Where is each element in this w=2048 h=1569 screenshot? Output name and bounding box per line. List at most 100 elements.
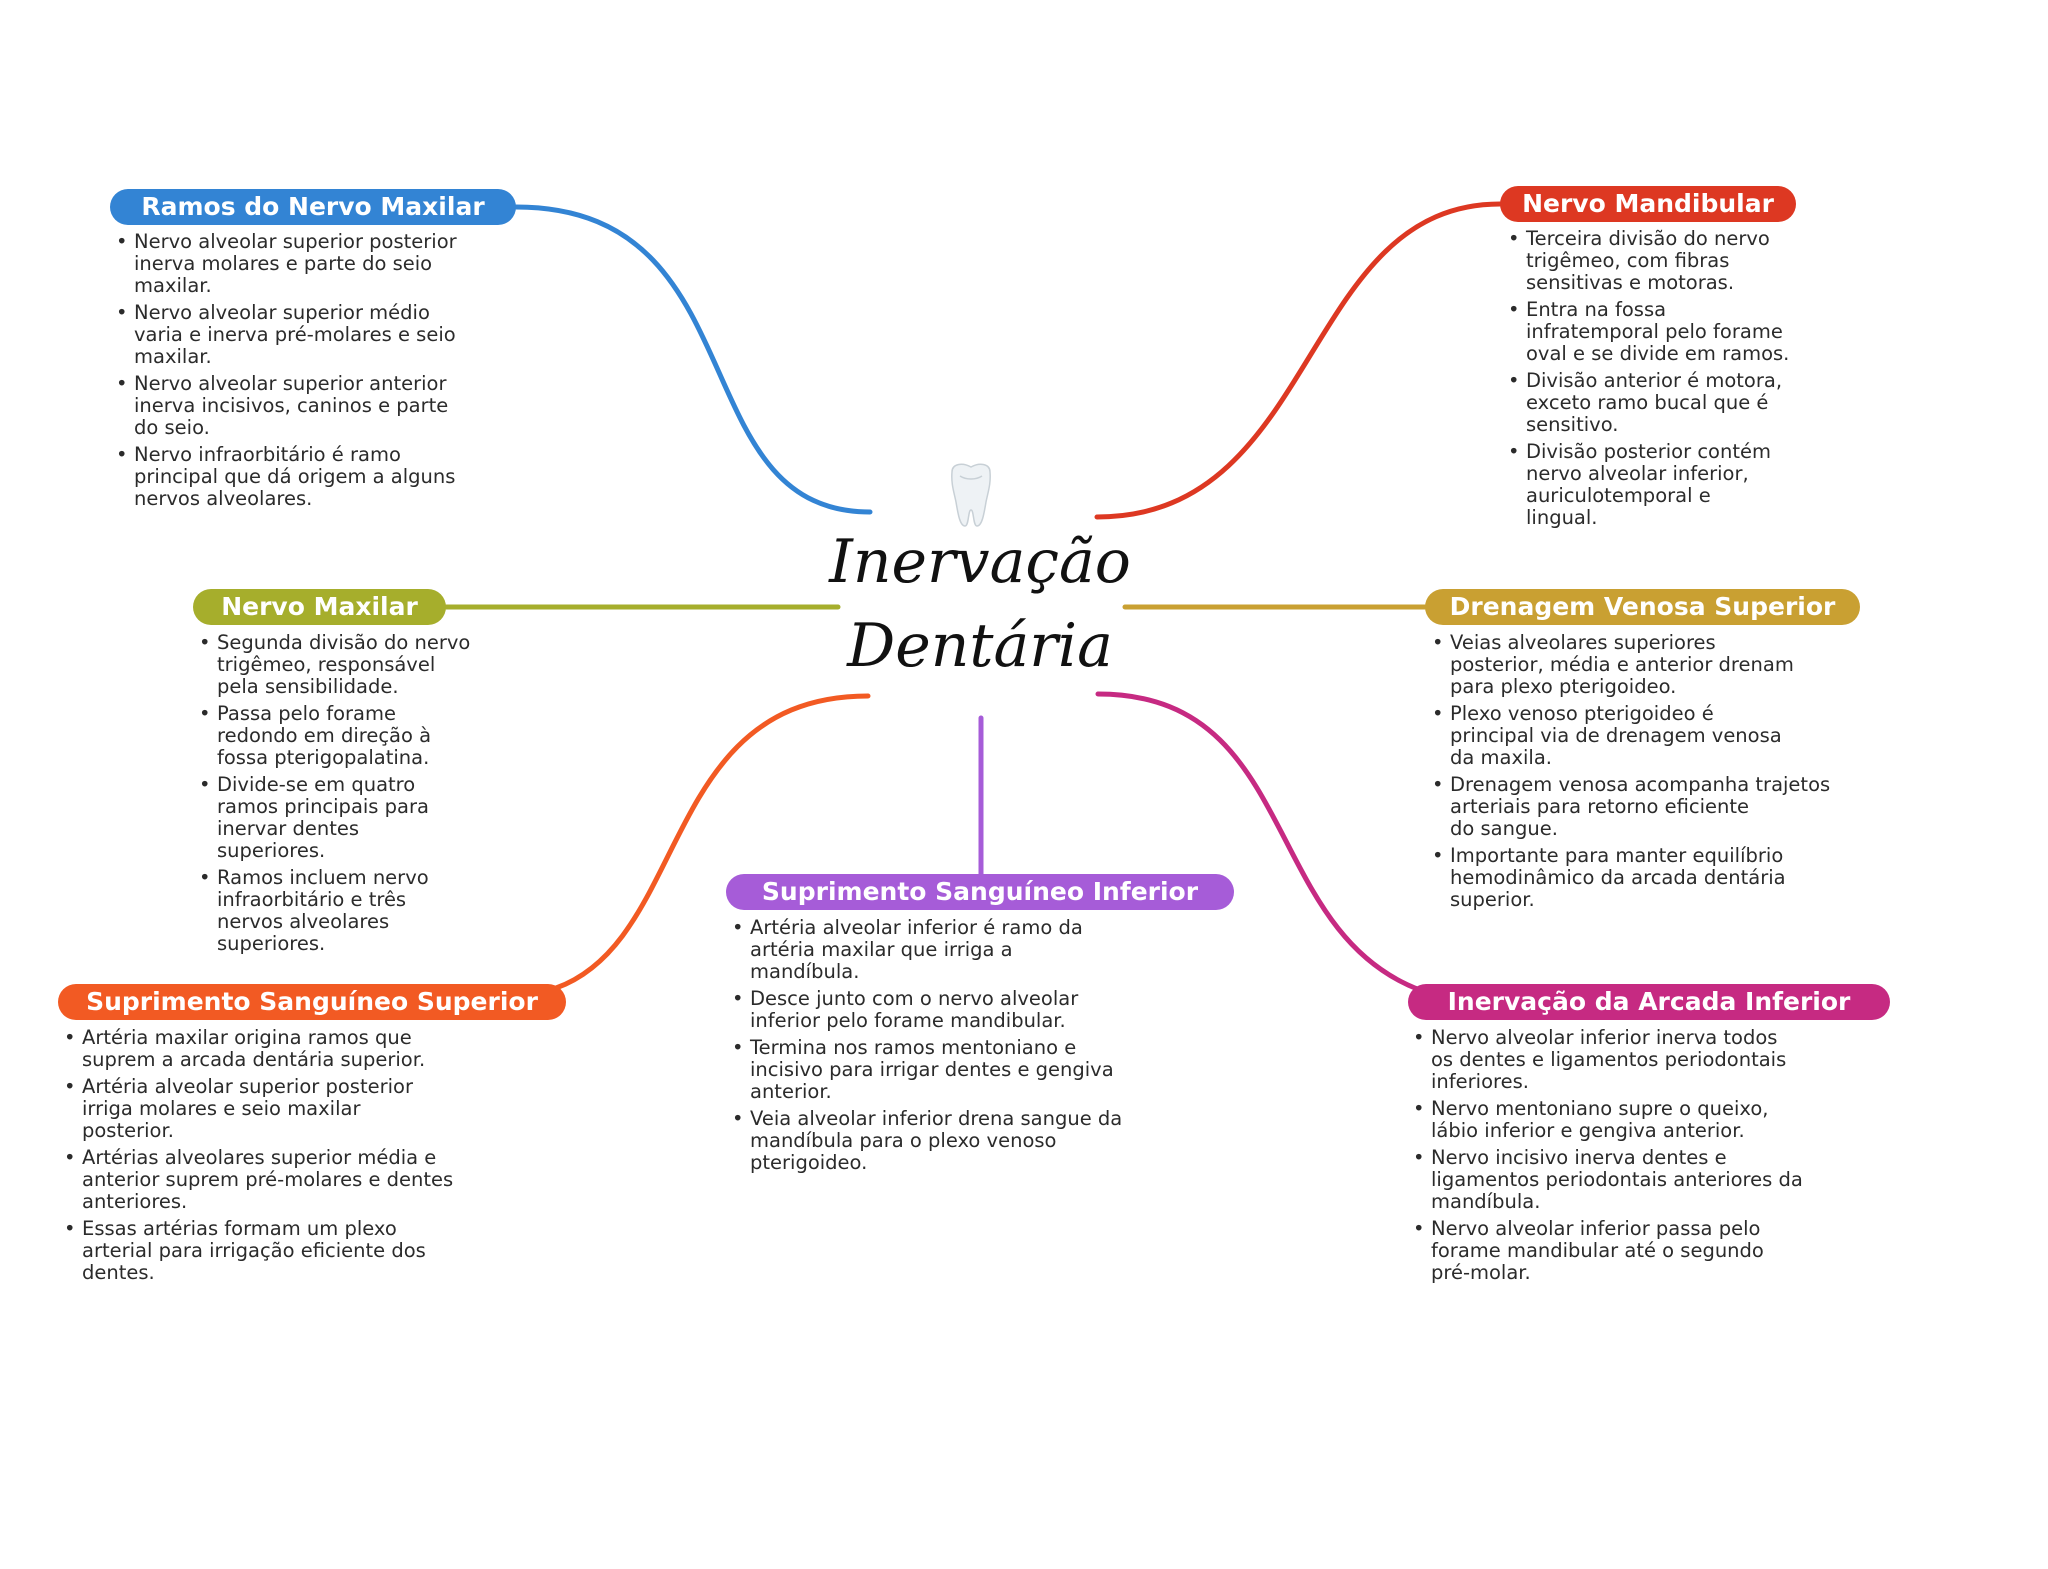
bullet-line: ligamentos periodontais anteriores da (1431, 1168, 1803, 1191)
bullet-line: Terceira divisão do nervo (1526, 227, 1770, 250)
bullet-line: Nervo mentoniano supre o queixo, (1431, 1097, 1769, 1120)
bullet-line: inerva incisivos, caninos e parte (134, 394, 449, 417)
bullet-line: Divisão posterior contém (1526, 440, 1771, 463)
bullet-line: Segunda divisão do nervo (217, 631, 471, 654)
branch-nervo-maxilar-header: Nervo Maxilar (193, 589, 446, 625)
map-title: Inervação Dentária (800, 520, 1160, 688)
bullet-line: Drenagem venosa acompanha trajetos (1450, 773, 1831, 796)
bullet-line: redondo em direção à (217, 724, 432, 747)
bullet-line: Nervo alveolar superior posterior (134, 230, 457, 253)
bullet-line: nervos alveolares (217, 910, 390, 933)
bullet-line: dentes. (82, 1261, 155, 1284)
branch-drenagem-venosa-superior-header: Drenagem Venosa Superior (1425, 589, 1860, 625)
bullet-line: maxilar. (134, 274, 212, 297)
bullet-line: suprem a arcada dentária superior. (82, 1048, 426, 1071)
bullet-line: mandíbula para o plexo venoso (750, 1129, 1057, 1152)
bullet-line: hemodinâmico da arcada dentária (1450, 866, 1786, 889)
branch-inervacao-arcada-inferior-header: Inervação da Arcada Inferior (1408, 984, 1890, 1020)
bullet-line: Passa pelo forame (217, 702, 396, 725)
bullet-line: arterial para irrigação eficiente dos (82, 1239, 426, 1262)
bullet-line: infraorbitário e três (217, 888, 407, 911)
bullet-line: Artéria alveolar inferior é ramo da (750, 916, 1083, 939)
bullet-line: principal que dá origem a alguns (134, 465, 456, 488)
bullet-line: Desce junto com o nervo alveolar (750, 987, 1079, 1010)
connector-mandibular (1094, 201, 1503, 520)
bullet-line: infratemporal pelo forame (1526, 320, 1783, 343)
bullet-line: trigêmeo, responsável (217, 653, 436, 676)
bullet-line: inerva molares e parte do seio (134, 252, 433, 275)
bullet-line: Importante para manter equilíbrio (1450, 844, 1784, 867)
bullet-line: pterigoideo. (750, 1151, 868, 1174)
branch-ramos-nervo-maxilar-list: Nervo alveolar superior posteriorinerva … (114, 231, 494, 515)
map-title-line1: Inervação (829, 527, 1131, 597)
branch-suprimento-superior-header: Suprimento Sanguíneo Superior (58, 984, 566, 1020)
bullet-line: Artérias alveolares superior média e (82, 1146, 437, 1169)
bullet-line: Nervo alveolar inferior passa pelo (1431, 1217, 1761, 1240)
bullet-line: do seio. (134, 416, 210, 439)
branch-ramos-nervo-maxilar-header: Ramos do Nervo Maxilar (110, 189, 516, 225)
bullet-line: arteriais para retorno eficiente (1450, 795, 1750, 818)
connector-arcada-inferior (1095, 691, 1423, 993)
connector-ramos (513, 204, 873, 515)
bullet-line: Veia alveolar inferior drena sangue da (750, 1107, 1123, 1130)
bullet-line: posterior, média e anterior drenam (1450, 653, 1794, 676)
map-title-line2: Dentária (847, 611, 1113, 681)
branch-suprimento-superior-list: Artéria maxilar origina ramos quesuprem … (62, 1027, 502, 1289)
bullet-line: Veias alveolares superiores (1450, 631, 1716, 654)
bullet-line: nervos alveolares. (134, 487, 313, 510)
bullet-line: Artéria alveolar superior posterior (82, 1075, 413, 1098)
bullet-item: Artéria alveolar superior posteriorirrig… (62, 1076, 502, 1142)
bullet-line: inervar dentes (217, 817, 360, 840)
bullet-line: artéria maxilar que irriga a (750, 938, 1013, 961)
connector-suprimento-superior (553, 693, 871, 991)
bullet-line: oval e se divide em ramos. (1526, 342, 1790, 365)
bullet-line: trigêmeo, com fibras (1526, 249, 1730, 272)
branch-nervo-mandibular-header: Nervo Mandibular (1500, 186, 1796, 222)
bullet-line: Nervo incisivo inerva dentes e (1431, 1146, 1727, 1169)
bullet-item: Nervo incisivo inerva dentes eligamentos… (1411, 1147, 1841, 1213)
bullet-line: lábio inferior e gengiva anterior. (1431, 1119, 1745, 1142)
bullet-item: Drenagem venosa acompanha trajetosarteri… (1430, 774, 1860, 840)
bullet-line: principal via de drenagem venosa (1450, 724, 1782, 747)
bullet-line: Artéria maxilar origina ramos que (82, 1026, 412, 1049)
bullet-line: Nervo alveolar superior anterior (134, 372, 447, 395)
bullet-line: Termina nos ramos mentoniano e (750, 1036, 1077, 1059)
bullet-line: exceto ramo bucal que é (1526, 391, 1769, 414)
bullet-line: incisivo para irrigar dentes e gengiva (750, 1058, 1114, 1081)
bullet-line: mandíbula. (1431, 1190, 1541, 1213)
bullet-line: superiores. (217, 839, 326, 862)
bullet-line: nervo alveolar inferior, (1526, 462, 1749, 485)
bullet-line: varia e inerva pré-molares e seio (134, 323, 456, 346)
bullet-line: anterior. (750, 1080, 832, 1103)
bullet-line: para plexo pterigoideo. (1450, 675, 1677, 698)
bullet-line: fossa pterigopalatina. (217, 746, 430, 769)
bullet-line: pela sensibilidade. (217, 675, 399, 698)
bullet-line: Entra na fossa (1526, 298, 1667, 321)
tooth-icon (951, 463, 991, 527)
bullet-line: maxilar. (134, 345, 212, 368)
branch-suprimento-inferior-header: Suprimento Sanguíneo Inferior (726, 874, 1234, 910)
bullet-item: Veia alveolar inferior drena sangue dama… (730, 1108, 1160, 1174)
bullet-item: Nervo alveolar inferior passa peloforame… (1411, 1218, 1841, 1284)
branch-suprimento-inferior-list: Artéria alveolar inferior é ramo daartér… (730, 917, 1160, 1179)
bullet-line: ramos principais para (217, 795, 429, 818)
bullet-line: Essas artérias formam um plexo (82, 1217, 397, 1240)
bullet-item: Nervo alveolar superior posteriorinerva … (114, 231, 494, 297)
